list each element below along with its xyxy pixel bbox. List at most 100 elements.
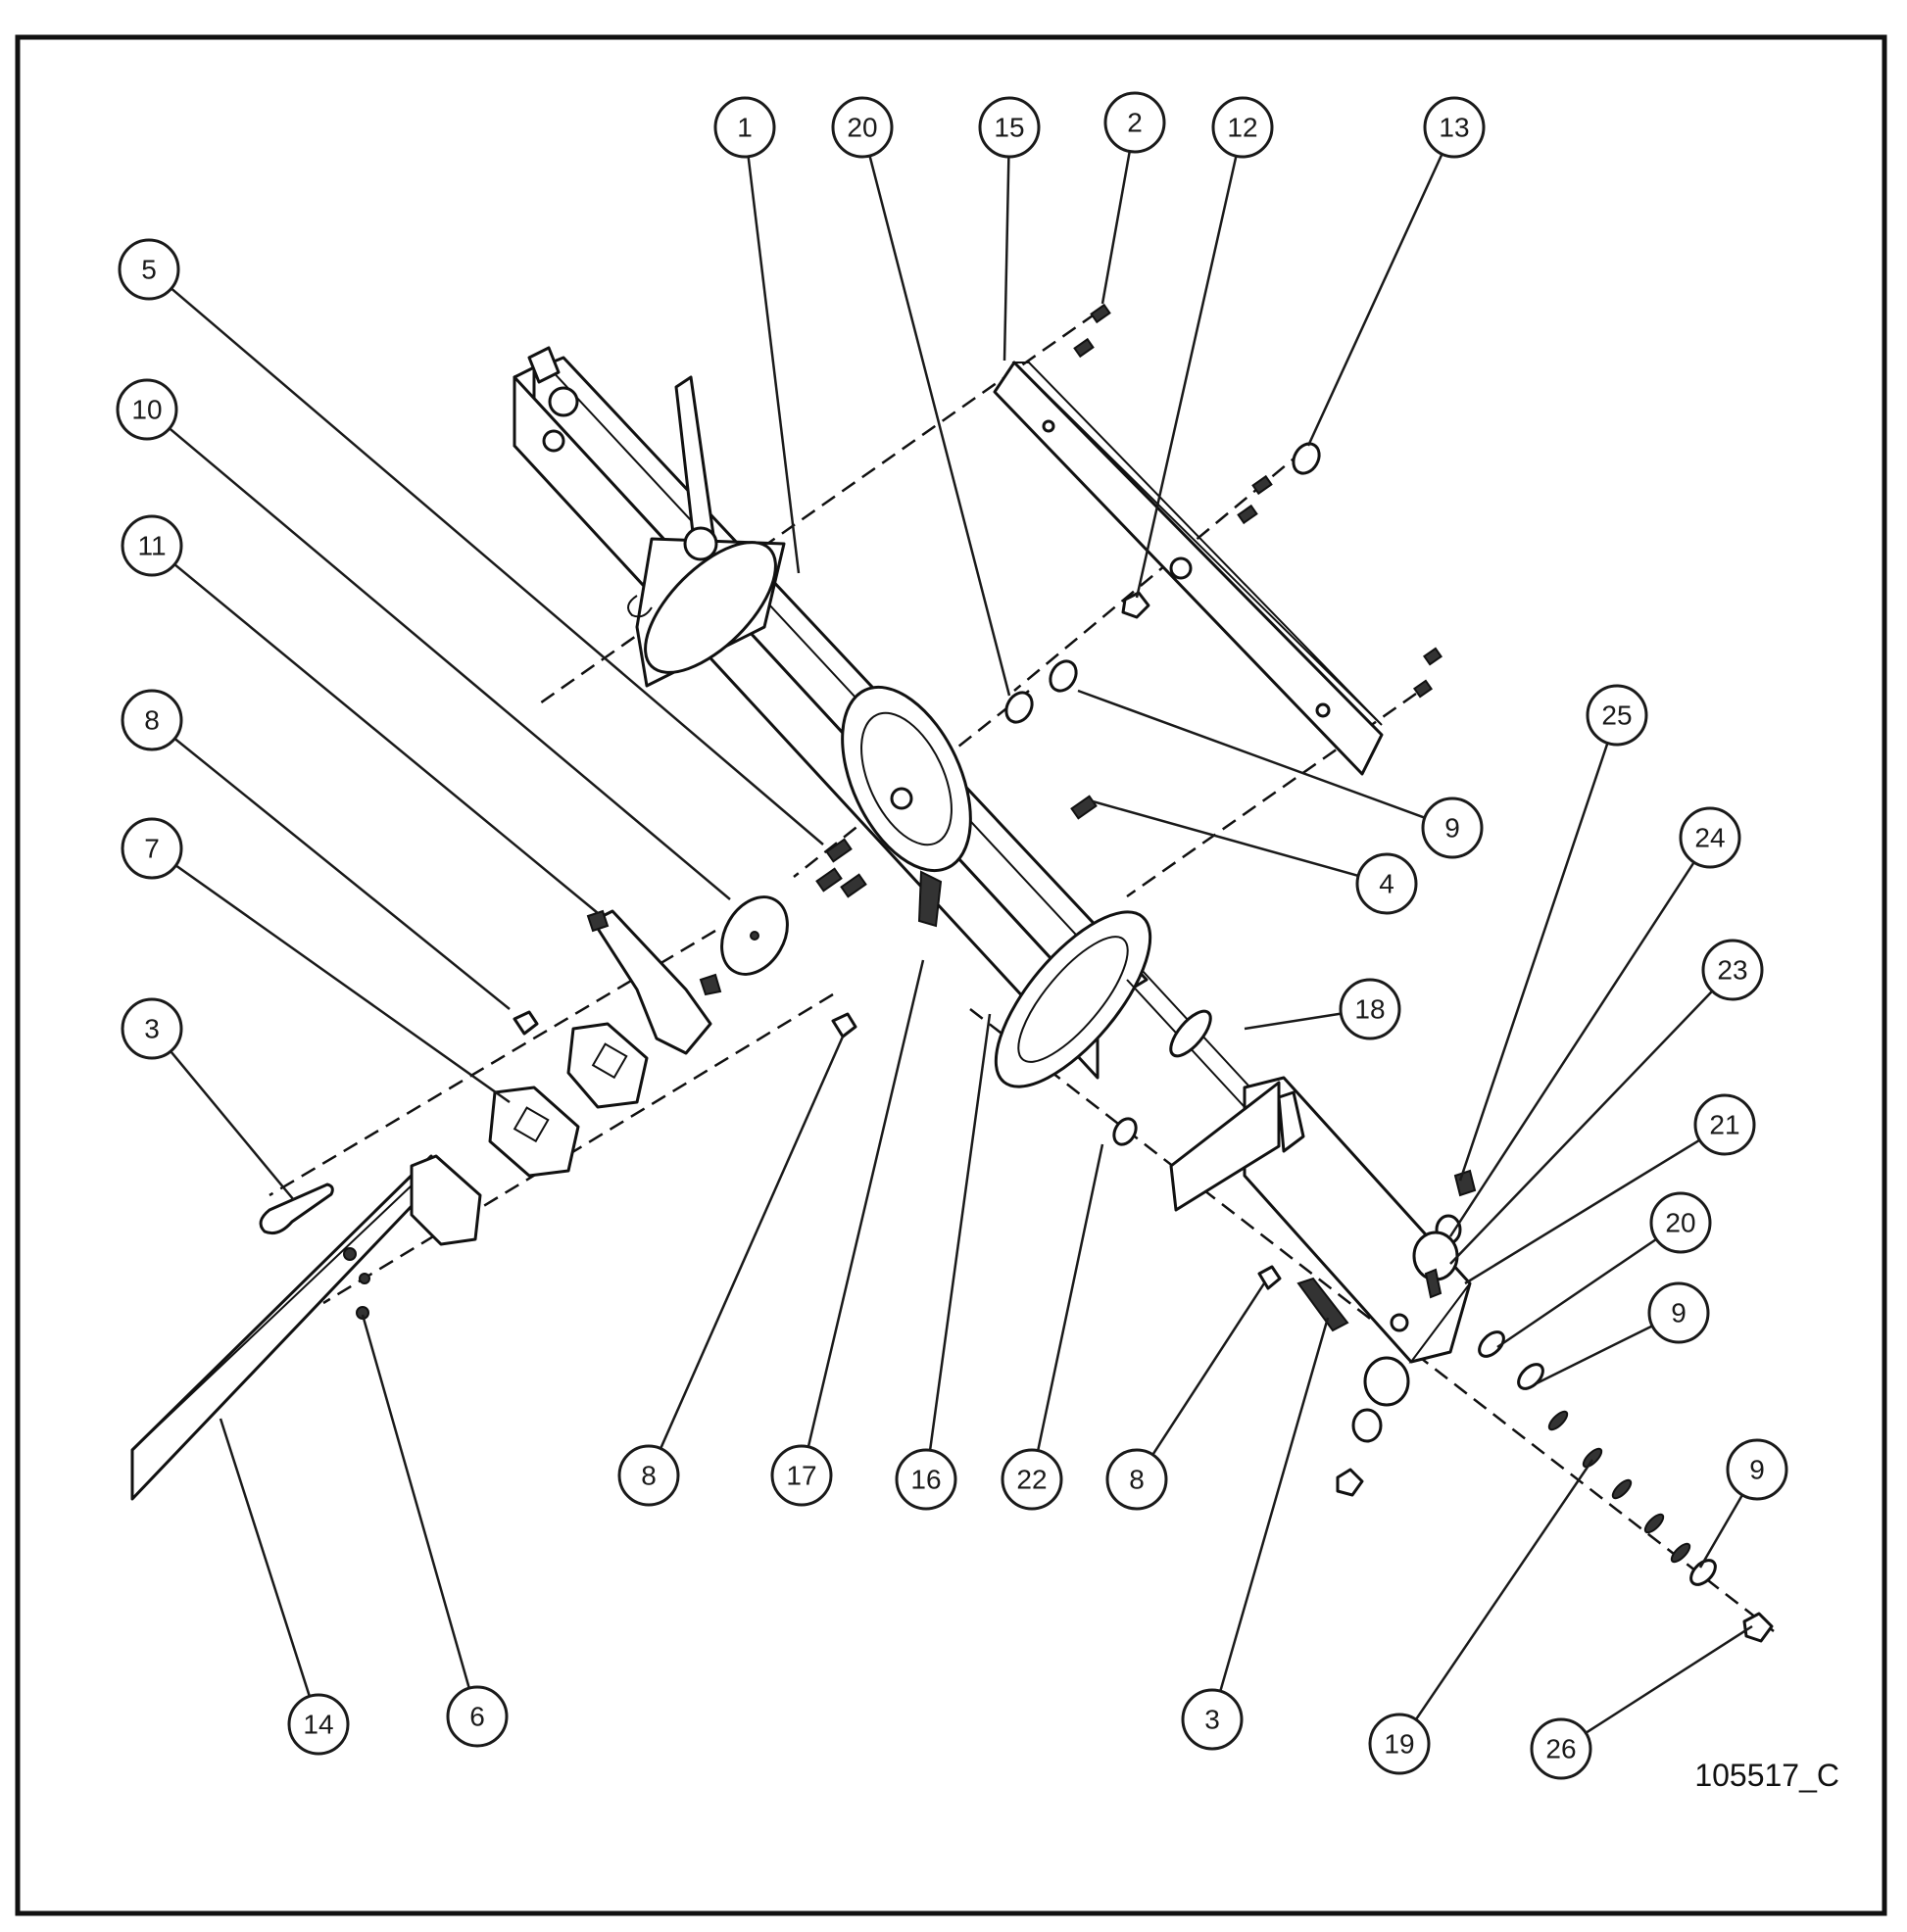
callout-leader-20 <box>868 155 1011 697</box>
callout-balloon-19: 19 <box>1368 1713 1431 1775</box>
callout-label: 2 <box>1127 108 1143 138</box>
callout-label: 8 <box>1129 1465 1145 1495</box>
callout-balloon-3: 3 <box>121 997 183 1060</box>
callout-leader-10 <box>169 427 731 900</box>
callout-leader-22 <box>1036 1143 1104 1451</box>
callout-circle <box>121 997 183 1060</box>
callout-balloon-15: 15 <box>978 96 1041 159</box>
callout-balloon-12: 12 <box>1211 96 1274 159</box>
callout-balloon-8: 8 <box>1105 1448 1168 1511</box>
callout-balloon-4: 4 <box>1355 852 1418 915</box>
callout-circle <box>1586 684 1648 747</box>
callout-label: 24 <box>1694 823 1725 853</box>
callout-label: 23 <box>1717 955 1747 986</box>
callout-balloon-23: 23 <box>1701 939 1764 1001</box>
callout-balloon-13: 13 <box>1423 96 1486 159</box>
callout-label: 21 <box>1709 1110 1739 1140</box>
callout-label: 8 <box>641 1461 657 1491</box>
callout-label: 13 <box>1439 113 1469 143</box>
callout-balloon-22: 22 <box>1001 1448 1063 1511</box>
callout-balloon-20: 20 <box>831 96 894 159</box>
callout-label: 12 <box>1227 113 1257 143</box>
callout-circle <box>1647 1281 1710 1344</box>
callout-leader-19 <box>1414 1459 1594 1720</box>
callout-label: 3 <box>1204 1705 1220 1735</box>
callout-leader-17 <box>807 959 925 1448</box>
callout-balloon-20: 20 <box>1649 1191 1712 1254</box>
callout-circle <box>1001 1448 1063 1511</box>
callout-circle <box>1211 96 1274 159</box>
callout-label: 3 <box>144 1014 160 1044</box>
callout-circle <box>121 689 183 751</box>
assembly-line-art <box>130 303 1775 1643</box>
callout-balloon-3: 3 <box>1181 1688 1244 1751</box>
callout-leader-23 <box>1449 990 1714 1265</box>
callout-circle <box>1530 1717 1592 1780</box>
callout-balloon-16: 16 <box>895 1448 957 1511</box>
callout-leader-9 <box>1077 689 1426 819</box>
callout-leader-1 <box>747 156 801 574</box>
callout-circle <box>1103 91 1166 154</box>
callout-circle <box>116 378 178 441</box>
callout-leader-8 <box>173 737 511 1010</box>
callout-leader-lines <box>169 151 1753 1734</box>
callout-label: 20 <box>847 113 877 143</box>
callout-leader-8 <box>659 1036 845 1450</box>
callout-leader-3 <box>170 1050 295 1201</box>
callout-label: 4 <box>1379 869 1394 899</box>
callout-circle <box>121 514 183 577</box>
callout-label: 14 <box>303 1710 333 1740</box>
callout-leader-14 <box>219 1418 312 1697</box>
callout-circle <box>713 96 776 159</box>
callout-circle <box>1679 806 1741 869</box>
callout-leader-3 <box>1219 1317 1330 1692</box>
callout-label: 17 <box>786 1461 816 1491</box>
callout-circle <box>1368 1713 1431 1775</box>
callout-leader-15 <box>1002 156 1010 362</box>
callout-leader-4 <box>1092 799 1359 878</box>
callout-label: 25 <box>1601 700 1632 731</box>
callout-circle <box>121 817 183 880</box>
callout-label: 8 <box>144 705 160 736</box>
callout-balloon-2: 2 <box>1103 91 1166 154</box>
callout-circle <box>1649 1191 1712 1254</box>
callout-leader-2 <box>1100 151 1131 305</box>
callout-balloon-14: 14 <box>287 1693 350 1756</box>
callout-label: 9 <box>1749 1455 1765 1485</box>
drawing-frame <box>15 34 1887 1916</box>
callout-balloon-9: 9 <box>1726 1438 1788 1501</box>
callout-label: 1 <box>737 113 753 143</box>
callout-leader-9 <box>1698 1494 1744 1569</box>
callout-circle <box>1355 852 1418 915</box>
callout-leader-6 <box>361 1314 470 1689</box>
callout-circle <box>770 1444 833 1507</box>
callout-circle <box>895 1448 957 1511</box>
callout-leader-13 <box>1306 153 1443 447</box>
callout-leader-5 <box>171 287 824 845</box>
callout-balloon-8: 8 <box>121 689 183 751</box>
callout-circle <box>1701 939 1764 1001</box>
callout-label: 22 <box>1016 1465 1047 1495</box>
callout-circle <box>831 96 894 159</box>
callout-circle <box>978 96 1041 159</box>
callout-circle <box>1421 797 1484 859</box>
callout-label: 9 <box>1444 813 1460 844</box>
callout-circle <box>446 1685 509 1748</box>
callout-leader-26 <box>1585 1624 1753 1734</box>
callout-balloon-24: 24 <box>1679 806 1741 869</box>
callout-leader-21 <box>1464 1138 1701 1285</box>
callout-balloon-21: 21 <box>1693 1093 1756 1156</box>
callout-leader-18 <box>1244 1012 1342 1031</box>
callout-label: 11 <box>137 531 166 561</box>
callout-label: 7 <box>144 834 160 864</box>
callout-label: 18 <box>1354 994 1385 1025</box>
callout-leader-24 <box>1448 861 1695 1237</box>
callout-balloon-6: 6 <box>446 1685 509 1748</box>
callout-balloon-11: 11 <box>121 514 183 577</box>
drawing-number: 105517_C <box>1694 1758 1839 1793</box>
callout-label: 16 <box>910 1465 941 1495</box>
callout-balloon-18: 18 <box>1339 978 1401 1040</box>
callout-balloon-7: 7 <box>121 817 183 880</box>
